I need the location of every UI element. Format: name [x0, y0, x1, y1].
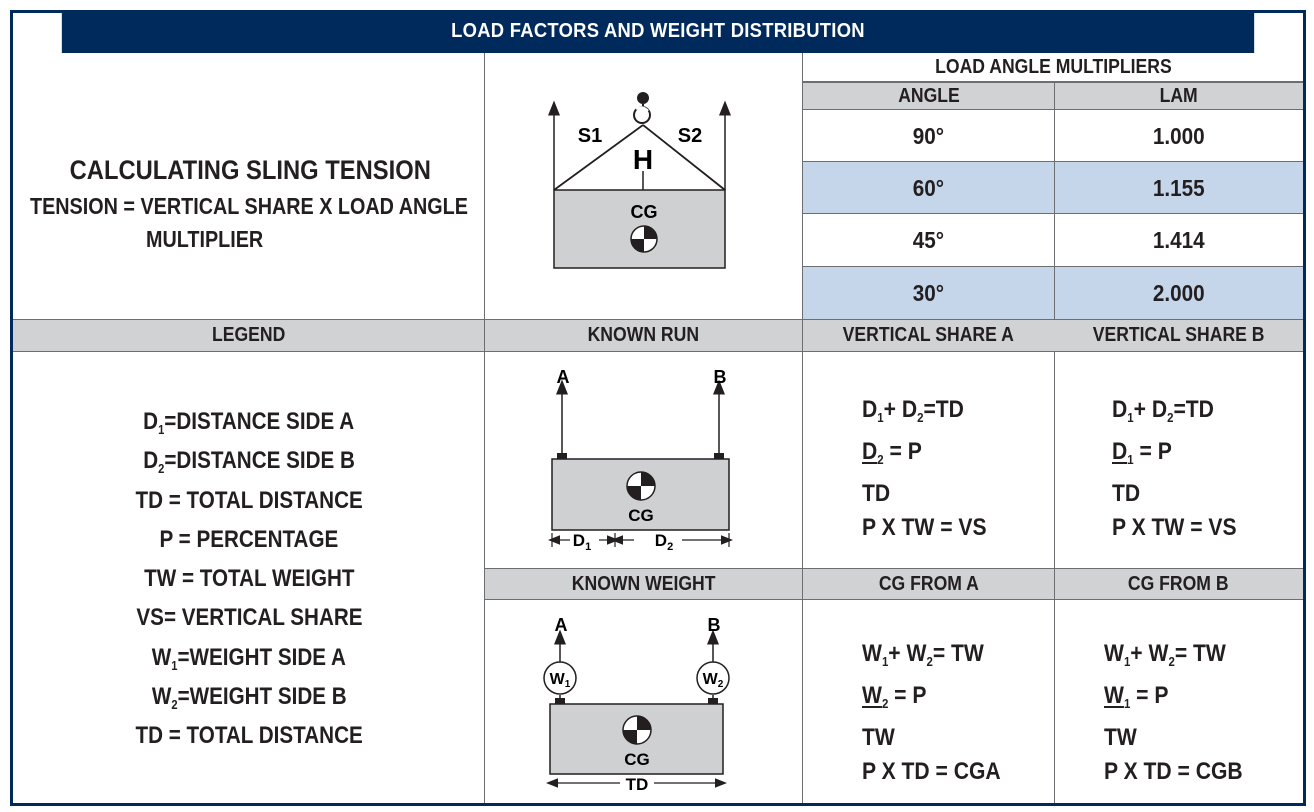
lift-point-b	[714, 453, 724, 459]
label-a: A	[555, 615, 568, 635]
label-b: B	[708, 615, 721, 635]
svg-text:W2: W2	[703, 671, 724, 690]
cg-from-b-formula: W1+ W2= TW W1 = P TW P X TD = CGB	[1104, 640, 1243, 785]
legend-item: VS= VERTICAL SHARE	[135, 604, 363, 632]
lam-table-title: LOAD ANGLE MULTIPLIERS	[934, 56, 1172, 78]
tension-formula-line1: TENSION = VERTICAL SHARE X LOAD ANGLE	[30, 193, 468, 219]
legend-list: D1=DISTANCE SIDE A D2=DISTANCE SIDE B TD…	[16, 402, 482, 756]
legend-item: TD = TOTAL DISTANCE	[135, 722, 363, 750]
center-of-gravity-icon	[630, 225, 658, 253]
lam-angle-60: 60°	[803, 162, 1054, 214]
cg-label: CG	[631, 202, 658, 222]
known-weight-header: KNOWN WEIGHT	[484, 568, 803, 600]
lam-col-lam: LAM	[1054, 82, 1303, 110]
lam-value-60: 1.155	[1054, 162, 1303, 214]
tension-heading: CALCULATING SLING TENSION	[69, 155, 431, 185]
chart-frame	[10, 10, 1306, 806]
h-label: H	[633, 144, 653, 175]
legend-item: P = PERCENTAGE	[159, 525, 339, 553]
cg-from-b-header: CG FROM B	[1054, 568, 1303, 600]
hook-ring-icon	[637, 92, 649, 104]
lam-value-30: 2.000	[1054, 267, 1303, 319]
legend-item: W2=WEIGHT SIDE B	[151, 683, 347, 713]
vertical-share-b-header: VERTICAL SHARE B	[1054, 319, 1303, 352]
legend-item: TW = TOTAL WEIGHT	[143, 565, 355, 593]
cg-from-a-header: CG FROM A	[803, 568, 1054, 600]
sling-angle-diagram: S1 S2 H CG	[548, 92, 731, 269]
lam-angle-30: 30°	[803, 267, 1054, 319]
lift-point-a	[557, 453, 567, 459]
vertical-share-b-formula: D1+ D2=TD D1 = P TD P X TW = VS	[1112, 396, 1237, 541]
page-title: LOAD FACTORS AND WEIGHT DISTRIBUTION	[61, 10, 1255, 53]
legend-header: LEGEND	[13, 319, 484, 352]
d2-label: D2	[655, 531, 673, 553]
lam-angle-90: 90°	[912, 122, 945, 149]
center-of-gravity-icon	[626, 471, 656, 501]
vertical-share-a-header: VERTICAL SHARE A	[803, 319, 1054, 352]
lift-point-b	[708, 698, 718, 704]
label-b: B	[714, 367, 727, 387]
s2-label: S2	[678, 125, 702, 147]
crane-hook-icon	[633, 104, 651, 124]
lam-angle-45: 45°	[912, 227, 945, 253]
legend-item: TD = TOTAL DISTANCE	[135, 486, 363, 514]
lam-value-90: 1.000	[1152, 122, 1205, 149]
s1-label: S1	[578, 125, 602, 147]
label-a: A	[557, 367, 570, 387]
legend-item: D2=DISTANCE SIDE B	[143, 447, 355, 477]
divider	[803, 213, 1303, 214]
divider	[802, 53, 803, 803]
lam-value-45: 1.414	[1152, 227, 1205, 253]
divider	[484, 53, 485, 803]
td-label: TD	[626, 775, 649, 794]
cg-label: CG	[628, 506, 654, 525]
legend-item: D1=DISTANCE SIDE A	[143, 408, 355, 437]
divider	[803, 266, 1303, 267]
center-of-gravity-icon	[622, 715, 652, 745]
sling-leg-s1	[553, 124, 644, 191]
svg-text:W1: W1	[550, 671, 571, 690]
divider	[803, 81, 1303, 82]
legend-item: W1=WEIGHT SIDE A	[151, 643, 347, 673]
tension-formula-line2: MULTIPLIER	[146, 226, 264, 252]
divider	[1054, 352, 1055, 803]
weight-gauge-w1: W1	[543, 661, 577, 695]
weight-gauge-w2: W2	[696, 661, 730, 695]
lift-point-a	[555, 698, 565, 704]
cg-label: CG	[624, 750, 650, 769]
sling-leg-s2	[642, 124, 726, 191]
vertical-share-a-formula: D1+ D2=TD D2 = P TD P X TW = VS	[862, 396, 987, 541]
lam-col-angle: ANGLE	[803, 82, 1054, 110]
divider	[803, 161, 1303, 162]
cg-from-a-formula: W1+ W2= TW W2 = P TW P X TD = CGA	[862, 640, 1001, 785]
known-weight-diagram: W1 W2 A B CG TD	[543, 615, 730, 794]
d1-label: D1	[573, 531, 591, 553]
known-run-diagram: A B CG D1 D2	[548, 367, 733, 553]
known-run-header: KNOWN RUN	[484, 319, 803, 352]
divider	[1054, 82, 1055, 319]
